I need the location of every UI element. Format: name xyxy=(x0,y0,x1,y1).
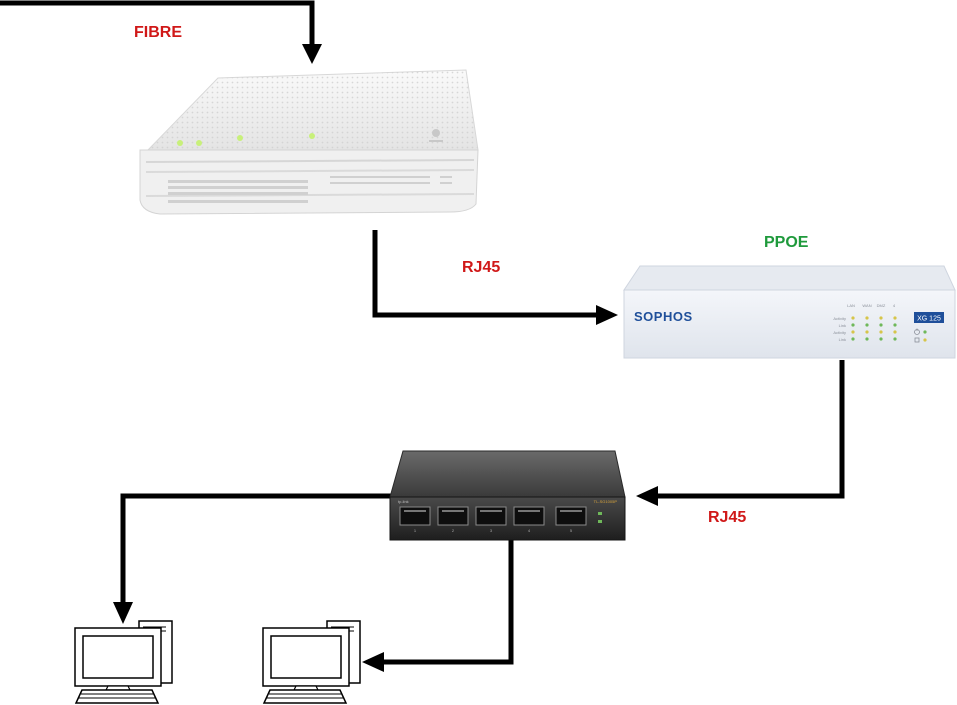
arrow-head-down xyxy=(113,602,133,624)
rj45-label-bottom: RJ45 xyxy=(708,509,747,526)
port-group-label: 4 xyxy=(893,303,896,308)
status-led xyxy=(177,133,315,146)
rj45-label-top: RJ45 xyxy=(462,259,501,276)
desktop-computer-icon xyxy=(74,620,173,704)
ppoe-label: PPOE xyxy=(764,234,809,251)
connector-switch-to-pc-right xyxy=(380,540,514,665)
led-row-label: Activity xyxy=(833,330,846,335)
switch-port-number: 1 xyxy=(414,528,417,533)
switch-port-number: 3 xyxy=(490,528,493,533)
switch-port-number: 4 xyxy=(528,528,531,533)
firewall-model-badge: XG 125 xyxy=(917,316,941,323)
connector-fibre-to-router xyxy=(0,0,315,48)
port-group-label: DMZ xyxy=(877,303,886,308)
arrow-head-right xyxy=(596,305,618,325)
huawei-logo xyxy=(429,129,443,142)
router-icon xyxy=(139,69,479,215)
arrow-head-left xyxy=(636,486,658,506)
switch-port xyxy=(399,506,587,526)
sophos-logo: SOPHOS xyxy=(634,309,693,324)
switch-port-number: 5 xyxy=(570,528,573,533)
connector-switch-to-pc-left xyxy=(120,493,392,606)
switch-port-number: 2 xyxy=(452,528,455,533)
power-icon xyxy=(914,328,920,335)
connector-router-to-firewall xyxy=(372,230,598,318)
arrow-head-left xyxy=(362,652,384,672)
fibre-label: FIBRE xyxy=(134,24,182,41)
port-group-label: WAN xyxy=(862,303,871,308)
connector-firewall-to-switch xyxy=(654,360,845,499)
firewall-status-leds xyxy=(851,316,897,341)
switch-icon: tp-link TL-SG1005P 1 2 3 4 5 xyxy=(389,450,626,541)
firewall-icon: SOPHOS XG 125 LAN WAN DMZ 4 Activity Lin… xyxy=(623,265,956,359)
switch-status-leds xyxy=(598,512,602,523)
desktop-computer-icon xyxy=(262,620,361,704)
switch-model-label: TL-SG1005P xyxy=(594,499,618,504)
led-row-label: Activity xyxy=(833,316,846,321)
led-row-label: Link xyxy=(839,323,846,328)
port-group-label: LAN xyxy=(847,303,855,308)
arrow-head-down xyxy=(302,44,322,64)
led-row-label: Link xyxy=(839,337,846,342)
switch-brand-label: tp-link xyxy=(398,499,409,504)
